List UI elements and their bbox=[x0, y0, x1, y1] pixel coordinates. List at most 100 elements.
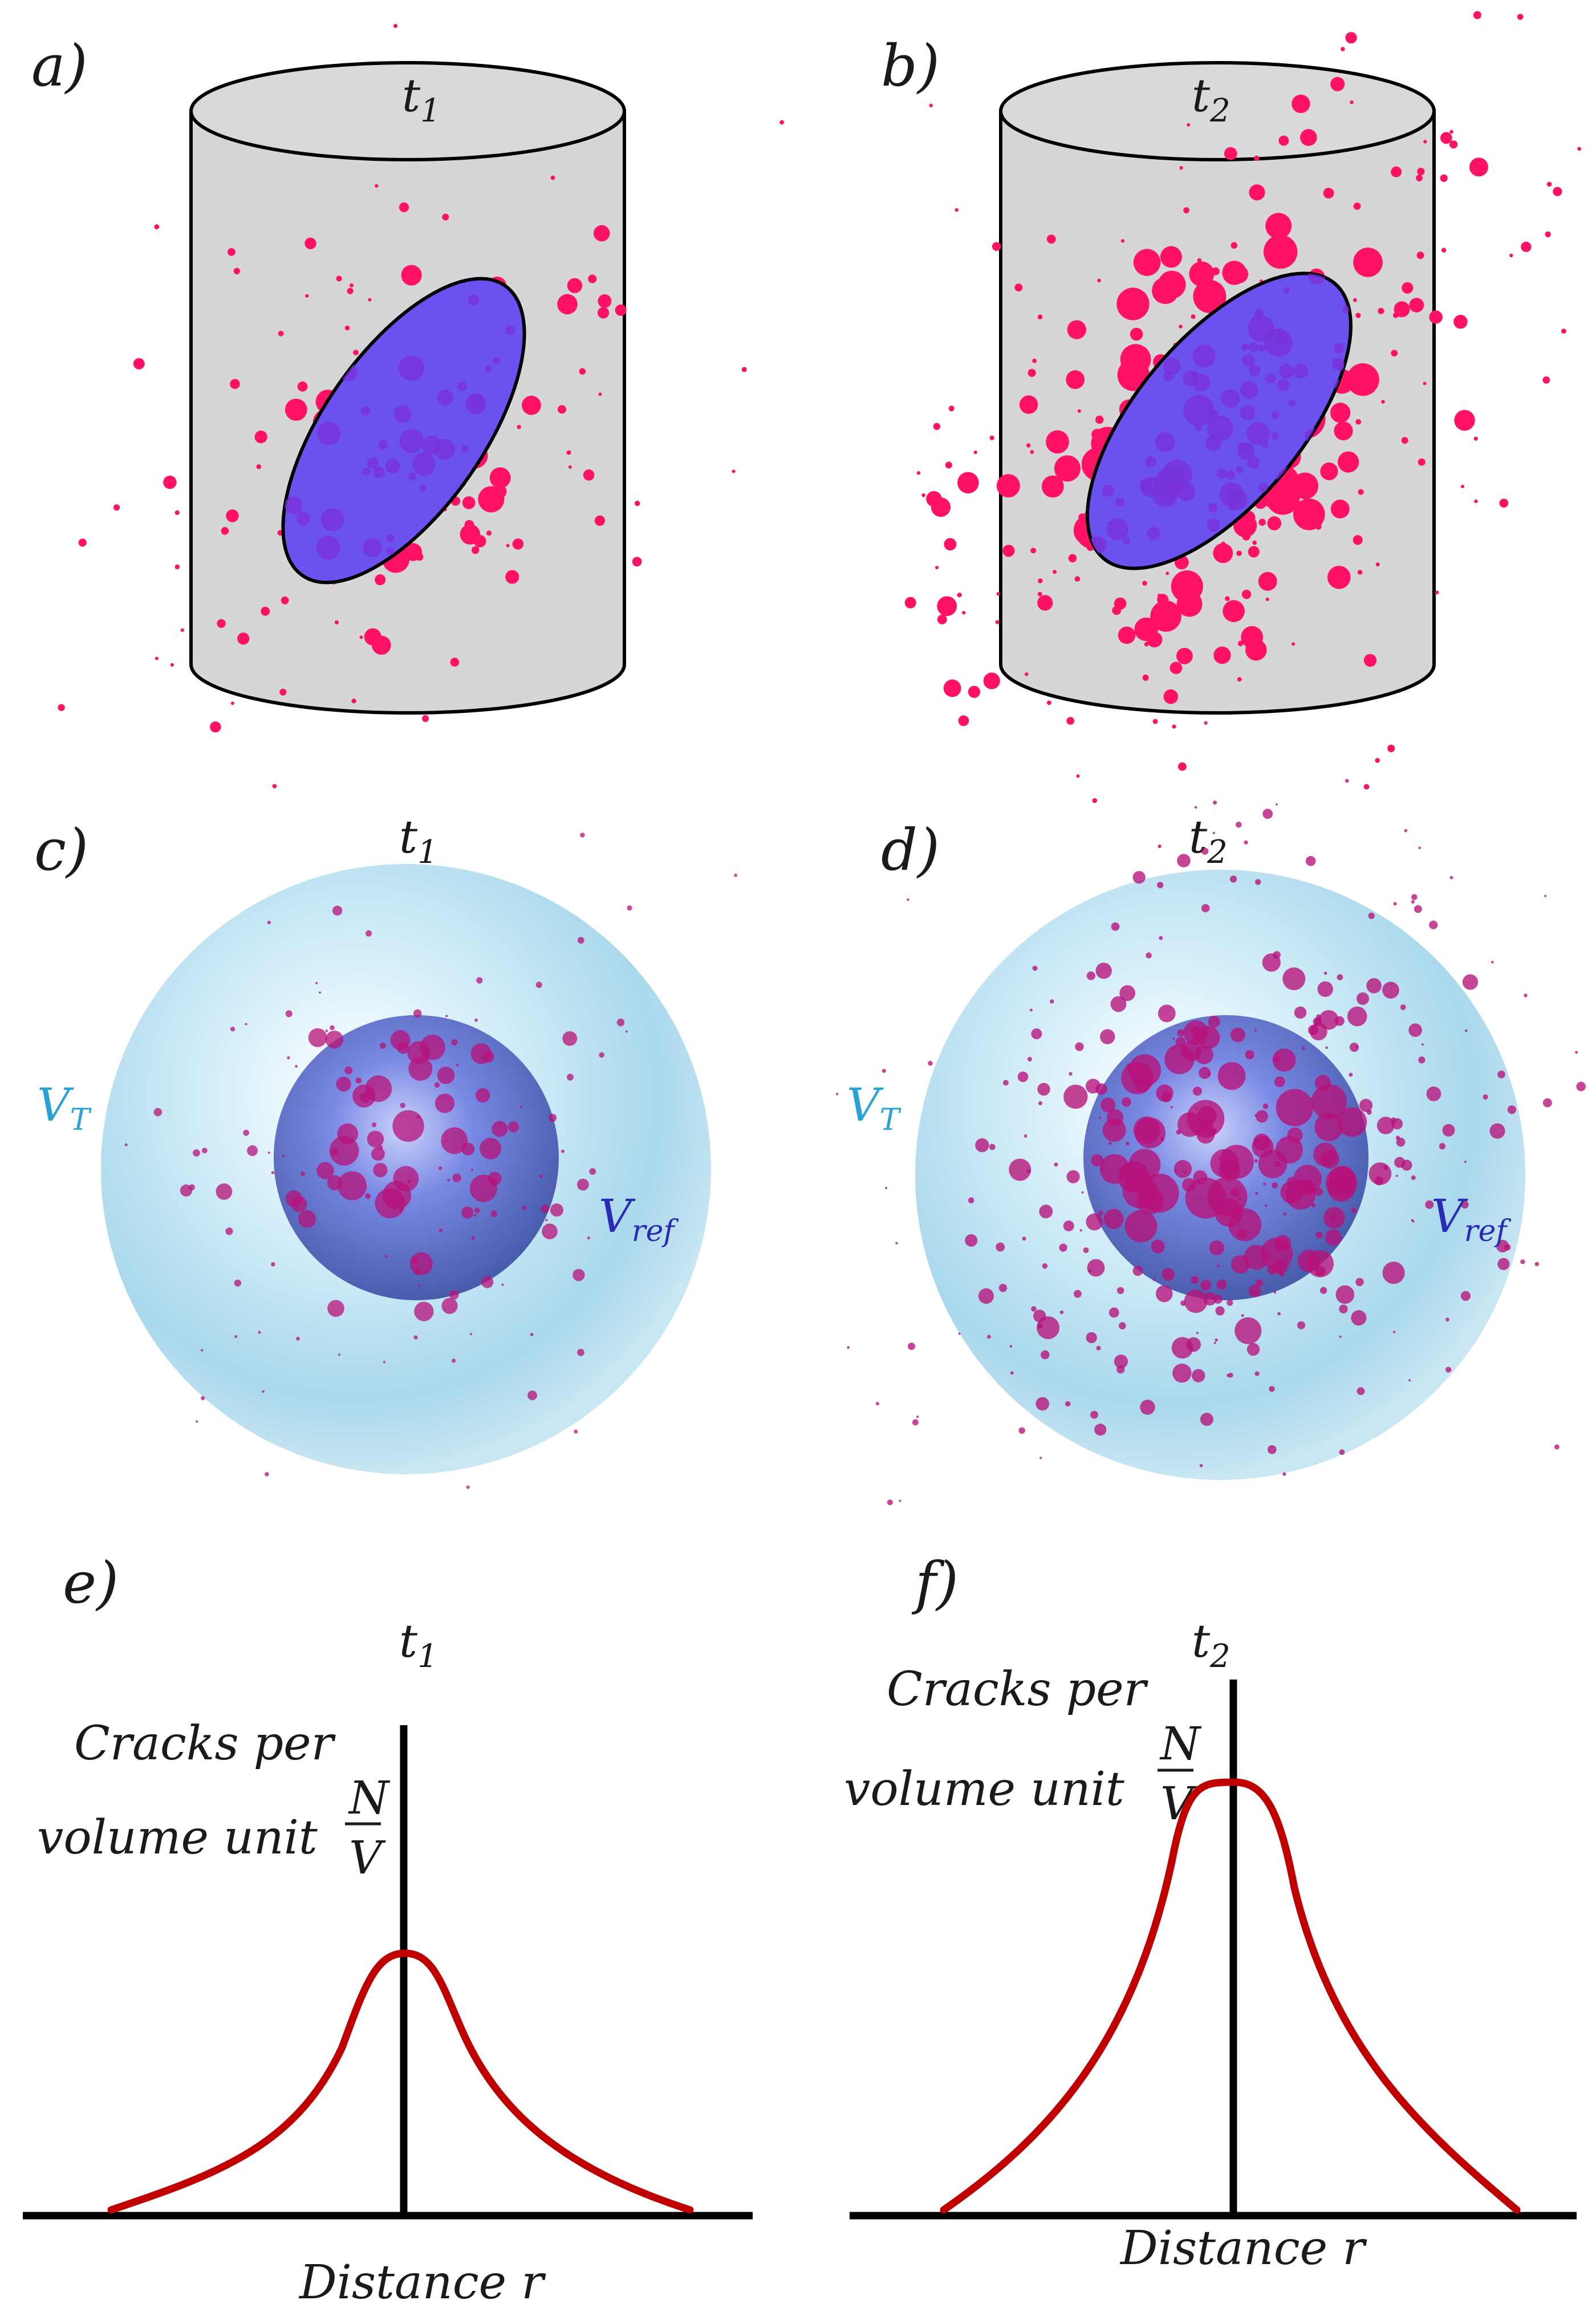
crack-dot bbox=[1199, 1066, 1211, 1079]
crack-dot bbox=[279, 688, 287, 696]
crack-dot bbox=[1184, 1289, 1208, 1313]
crack-dot bbox=[336, 1076, 351, 1092]
crack-dot bbox=[525, 400, 529, 405]
crack-dot bbox=[1066, 717, 1074, 725]
crack-dot bbox=[545, 1219, 548, 1222]
crack-dot bbox=[296, 1336, 300, 1341]
crack-dot bbox=[367, 457, 379, 469]
crack-dot bbox=[1032, 966, 1038, 971]
crack-dot bbox=[1249, 184, 1265, 201]
crack-dot bbox=[1099, 1154, 1130, 1184]
crack-dot bbox=[512, 538, 524, 550]
crack-dot bbox=[921, 493, 925, 497]
crack-dot bbox=[1158, 593, 1162, 598]
crack-dot bbox=[262, 1390, 265, 1393]
crack-dot bbox=[1425, 1200, 1434, 1209]
time-label-a: t1 bbox=[402, 69, 441, 129]
panel-label-b: b) bbox=[881, 33, 940, 99]
crack-dot bbox=[329, 1136, 359, 1166]
crack-dot bbox=[1230, 1187, 1240, 1196]
crack-dot bbox=[1353, 535, 1363, 545]
crack-dot bbox=[1237, 442, 1255, 460]
crack-dot bbox=[1378, 307, 1384, 314]
crack-dot bbox=[1177, 1029, 1185, 1037]
crack-dot bbox=[1273, 1291, 1277, 1294]
crack-dot bbox=[378, 1145, 383, 1150]
crack-dot bbox=[1417, 168, 1425, 176]
crack-dot bbox=[371, 1122, 377, 1127]
crack-dot bbox=[1222, 261, 1246, 285]
crack-dot bbox=[1381, 400, 1385, 404]
crack-dot bbox=[1197, 1105, 1217, 1126]
crack-dot bbox=[1577, 147, 1582, 151]
crack-dot bbox=[1254, 1371, 1260, 1376]
crack-dot bbox=[471, 1169, 473, 1171]
crack-dot bbox=[1144, 642, 1149, 647]
crack-dot bbox=[1346, 363, 1379, 396]
crack-dot bbox=[1086, 971, 1095, 980]
crack-dot bbox=[1464, 1161, 1467, 1163]
crack-dot bbox=[1258, 482, 1268, 492]
crack-dot bbox=[364, 628, 381, 646]
crack-dot bbox=[1454, 409, 1475, 431]
panel-label-c: c) bbox=[34, 817, 88, 883]
crack-dot bbox=[1035, 1397, 1049, 1411]
crack-dot bbox=[318, 991, 322, 994]
crack-dot bbox=[1039, 1204, 1053, 1219]
crack-dot bbox=[899, 1499, 901, 1502]
crack-dot bbox=[734, 873, 737, 877]
crack-dot bbox=[1108, 1307, 1119, 1318]
crack-dot bbox=[1439, 1143, 1445, 1150]
crack-dot bbox=[1120, 239, 1125, 243]
crack-dot bbox=[1426, 1086, 1441, 1101]
crack-dot bbox=[1383, 1165, 1388, 1170]
crack-dot bbox=[295, 1065, 298, 1068]
crack-dot bbox=[1208, 503, 1218, 513]
crack-dot bbox=[408, 472, 417, 481]
crack-dot bbox=[958, 1332, 961, 1335]
crack-dot bbox=[1081, 1191, 1084, 1194]
crack-dot bbox=[1268, 1445, 1277, 1454]
crack-dot bbox=[409, 1252, 433, 1275]
crack-dot bbox=[486, 530, 492, 536]
crack-dot bbox=[58, 704, 65, 711]
crack-dot bbox=[1189, 261, 1215, 287]
crack-dot bbox=[1146, 1202, 1155, 1210]
crack-dot bbox=[451, 1039, 458, 1046]
crack-dot bbox=[1210, 1149, 1239, 1178]
crack-dot bbox=[918, 639, 927, 648]
crack-dot bbox=[987, 1335, 991, 1339]
crack-dot bbox=[315, 981, 318, 984]
crack-dot bbox=[387, 547, 395, 555]
crack-dot bbox=[243, 1129, 250, 1136]
crack-dot bbox=[1461, 1200, 1469, 1209]
crack-dot bbox=[1201, 847, 1209, 855]
crack-dot bbox=[1462, 974, 1479, 990]
crack-dot bbox=[1302, 1047, 1305, 1050]
crack-dot bbox=[300, 1171, 305, 1177]
crack-dot bbox=[1409, 298, 1424, 313]
crack-dot bbox=[1248, 546, 1260, 558]
crack-dot bbox=[271, 1262, 275, 1267]
crack-dot bbox=[1277, 1312, 1281, 1316]
crack-dot bbox=[1258, 344, 1266, 352]
crack-dot bbox=[1554, 1444, 1560, 1450]
crack-dot bbox=[1037, 591, 1042, 597]
crack-dot bbox=[316, 421, 341, 445]
crack-dot bbox=[1274, 1076, 1285, 1088]
crack-dot bbox=[1083, 1247, 1089, 1254]
crack-dot bbox=[741, 367, 747, 372]
crack-dot bbox=[1230, 1027, 1245, 1043]
crack-dot bbox=[1288, 399, 1296, 407]
crack-dot bbox=[1068, 554, 1077, 563]
crack-dot bbox=[589, 1168, 596, 1175]
crack-dot bbox=[1110, 996, 1127, 1012]
crack-dot bbox=[1435, 590, 1439, 595]
crack-dot bbox=[1414, 905, 1422, 913]
crack-dot bbox=[1063, 1220, 1074, 1232]
crack-dot bbox=[517, 425, 521, 429]
crack-dot bbox=[380, 1043, 386, 1049]
crack-dot bbox=[929, 103, 933, 108]
crack-dot bbox=[457, 382, 467, 391]
crack-dot bbox=[434, 1093, 455, 1113]
